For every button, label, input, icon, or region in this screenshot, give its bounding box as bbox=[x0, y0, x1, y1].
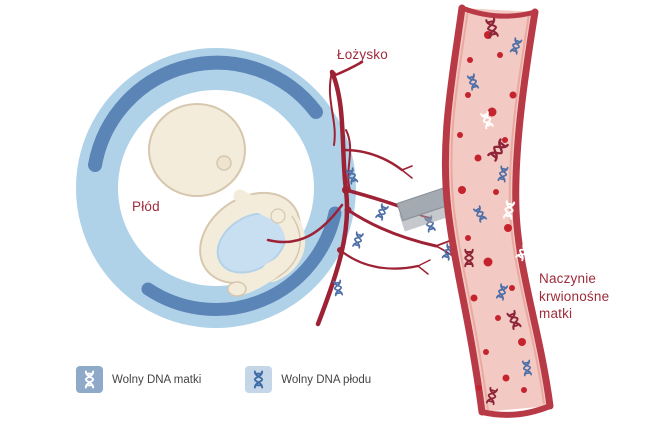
vessel-wall-left bbox=[441, 4, 486, 416]
vessel-opening-rim bbox=[461, 5, 536, 19]
fetus-label: Płód bbox=[132, 199, 160, 214]
dna-fetal-icon bbox=[352, 231, 364, 249]
fetus bbox=[148, 103, 306, 297]
placenta-label: Łożysko bbox=[337, 47, 388, 62]
dna-maternal-icon bbox=[76, 366, 103, 393]
fetus-ear bbox=[216, 155, 232, 171]
maternal-vessel-label: Naczynie krwionośne matki bbox=[539, 271, 610, 322]
legend-label-maternal-dna: Wolny DNA matki bbox=[112, 373, 202, 386]
womb-arc-top bbox=[88, 55, 323, 172]
fetus-head bbox=[148, 103, 246, 197]
fetus-foot bbox=[227, 281, 247, 297]
womb-arc-bottom bbox=[141, 206, 342, 316]
legend-label-fetal-dna: Wolny DNA płodu bbox=[281, 373, 372, 386]
vessel-wall-right bbox=[512, 8, 554, 410]
blood-cells bbox=[457, 31, 527, 393]
fetus-hand bbox=[270, 208, 286, 224]
umbilical-vessel bbox=[266, 203, 344, 244]
vessel-bottom-rim bbox=[481, 403, 552, 418]
maternal-blood-vessel bbox=[441, 4, 554, 418]
legend-item-fetal-dna: Wolny DNA płodu bbox=[245, 366, 371, 393]
dna-fetal-icon bbox=[332, 279, 344, 297]
legend-item-maternal-dna: Wolny DNA matki bbox=[76, 366, 201, 393]
dna-fetal-icon bbox=[375, 203, 389, 221]
dna-fetal-icon bbox=[245, 366, 273, 393]
legend: Wolny DNA matki Wolny DNA płodu bbox=[76, 366, 371, 393]
